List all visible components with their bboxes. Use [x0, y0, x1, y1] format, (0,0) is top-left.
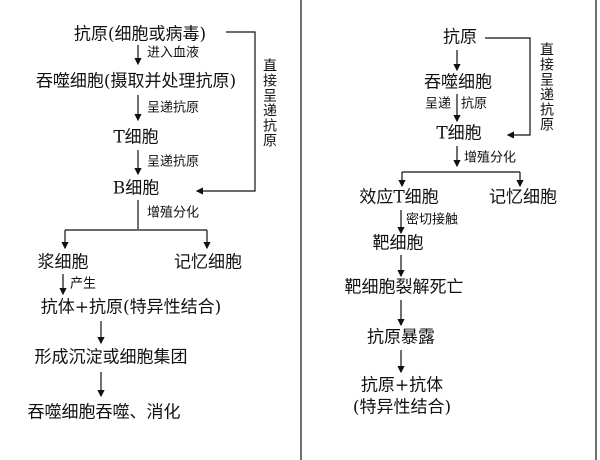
node-antigen: 抗原(细胞或病毒) — [73, 24, 207, 45]
node-antigen: 抗原 — [443, 27, 477, 48]
node-t-cell: T细胞 — [113, 127, 159, 148]
label-antigen: 抗原 — [461, 96, 488, 112]
node-memory-cell: 记忆细胞 — [174, 252, 242, 273]
node-target-lysis: 靶细胞裂解死亡 — [344, 277, 464, 298]
node-antibody-antigen: 抗体+抗原(特异性结合) — [40, 297, 222, 318]
label-close-contact: 密切接触 — [406, 212, 459, 228]
node-plasma-cell: 浆细胞 — [37, 252, 89, 273]
node-specific-binding: (特异性结合) — [352, 397, 452, 418]
node-t-cell: T细胞 — [436, 123, 482, 144]
node-antigen-exposed: 抗原暴露 — [367, 327, 435, 348]
node-effector-t-cell: 效应T细胞 — [359, 187, 439, 208]
node-antigen-antibody: 抗原+抗体 — [360, 375, 444, 396]
label-proliferate: 增殖分化 — [147, 205, 200, 221]
bypass-arrow — [195, 31, 256, 195]
node-phagocyte: 吞噬细胞 — [424, 72, 492, 93]
label-direct-present: 直接呈递抗原 — [538, 42, 554, 132]
label-proliferate: 增殖分化 — [464, 150, 517, 166]
label-produce: 产生 — [70, 276, 97, 292]
node-precipitate: 形成沉淀或细胞集团 — [34, 347, 188, 368]
node-phagocyte: 吞噬细胞(摄取并处理抗原) — [35, 71, 237, 92]
node-b-cell: B细胞 — [112, 178, 160, 199]
node-target-cell: 靶细胞 — [372, 233, 424, 254]
label-present-antigen: 呈递抗原 — [147, 100, 200, 116]
node-digestion: 吞噬细胞吞噬、消化 — [27, 402, 181, 423]
label-present: 呈递 — [425, 96, 452, 112]
bypass-arrow — [485, 37, 531, 139]
label-present-antigen: 呈递抗原 — [147, 154, 200, 170]
node-memory-cell: 记忆细胞 — [489, 187, 557, 208]
label-enter-blood: 进入血液 — [147, 45, 200, 61]
label-direct-present: 直接呈递抗原 — [261, 58, 277, 148]
